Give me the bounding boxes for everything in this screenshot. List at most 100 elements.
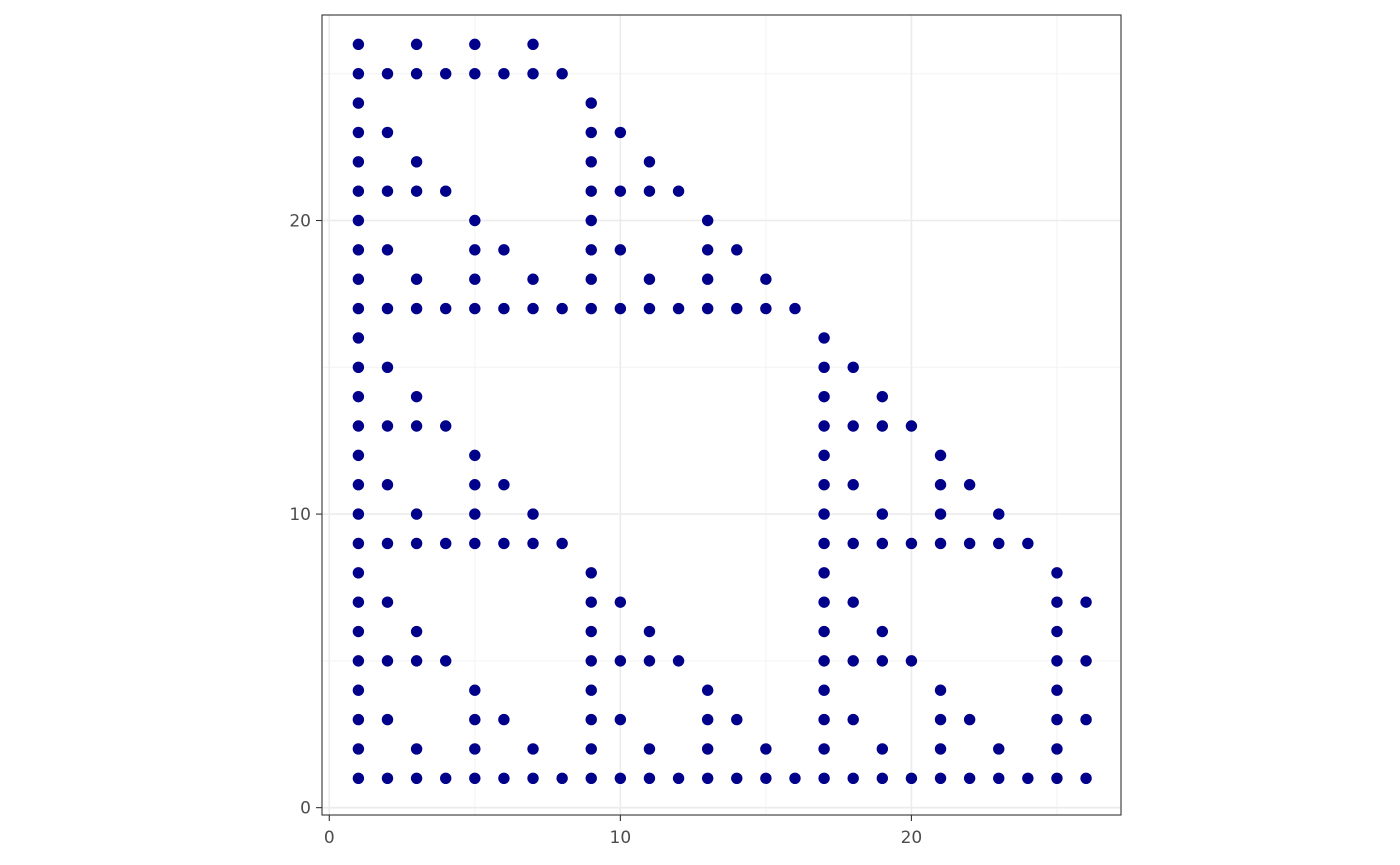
data-point — [701, 214, 714, 227]
data-point — [847, 479, 859, 491]
data-point — [643, 302, 656, 315]
data-point — [469, 479, 481, 491]
data-point — [527, 772, 539, 785]
data-point — [469, 68, 481, 80]
data-point — [934, 713, 947, 726]
data-point — [585, 185, 597, 197]
data-point — [701, 743, 714, 755]
data-point — [934, 743, 947, 755]
data-point — [410, 743, 423, 755]
data-point — [381, 126, 394, 139]
data-point — [469, 772, 481, 785]
data-point — [585, 302, 597, 315]
data-point — [1022, 537, 1034, 550]
data-point — [789, 772, 801, 785]
data-point — [410, 655, 423, 667]
data-point — [352, 244, 365, 256]
data-point — [643, 743, 656, 755]
data-point — [1051, 772, 1063, 785]
data-point — [585, 156, 597, 168]
data-point — [527, 537, 539, 550]
data-point — [993, 537, 1005, 550]
data-point — [847, 655, 859, 667]
data-point — [1051, 625, 1063, 638]
data-point — [818, 420, 830, 432]
data-point — [585, 772, 597, 785]
data-point — [381, 185, 394, 197]
data-point — [614, 244, 627, 256]
data-point — [469, 449, 481, 462]
data-point — [585, 567, 597, 579]
data-point — [701, 772, 714, 785]
data-point — [818, 479, 830, 491]
data-point — [614, 772, 627, 785]
data-point — [556, 772, 568, 785]
data-point — [701, 273, 714, 285]
data-point — [818, 713, 830, 726]
data-point — [352, 185, 365, 197]
data-point — [963, 713, 976, 726]
data-point — [905, 772, 918, 785]
y-tick-label-0: 0 — [300, 799, 311, 819]
data-point — [905, 420, 918, 432]
data-point — [905, 655, 918, 667]
data-point — [760, 302, 772, 315]
data-point — [585, 743, 597, 755]
data-point — [410, 508, 423, 520]
data-point — [410, 420, 423, 432]
data-point — [934, 479, 947, 491]
data-point — [556, 302, 568, 315]
data-point — [614, 126, 627, 139]
data-point — [498, 479, 510, 491]
data-point — [876, 508, 889, 520]
data-point — [352, 537, 365, 550]
data-point — [614, 185, 627, 197]
data-point — [352, 302, 365, 315]
data-point — [352, 684, 365, 696]
data-point — [469, 214, 481, 227]
data-point — [352, 743, 365, 755]
data-point — [352, 508, 365, 520]
data-point — [381, 361, 394, 373]
data-point — [352, 126, 365, 139]
data-point — [1080, 655, 1092, 667]
data-point — [381, 68, 394, 80]
data-point — [381, 713, 394, 726]
data-point — [672, 302, 685, 315]
data-point — [614, 655, 627, 667]
data-point — [818, 684, 830, 696]
data-point — [410, 772, 423, 785]
x-axis: 0 10 20 — [324, 828, 922, 848]
data-point — [818, 361, 830, 373]
data-point — [1051, 684, 1063, 696]
data-point — [498, 713, 510, 726]
data-point — [818, 332, 830, 344]
data-point — [701, 244, 714, 256]
data-point — [352, 655, 365, 667]
data-point — [410, 302, 423, 315]
data-point — [818, 625, 830, 638]
data-point — [410, 537, 423, 550]
data-point — [527, 273, 539, 285]
data-point — [847, 361, 859, 373]
y-axis: 0 10 20 — [289, 212, 311, 819]
data-point — [847, 596, 859, 608]
data-point — [469, 684, 481, 696]
data-point — [352, 68, 365, 80]
data-point — [352, 273, 365, 285]
data-point — [993, 772, 1005, 785]
data-point — [352, 479, 365, 491]
data-point — [760, 772, 772, 785]
data-point — [440, 68, 452, 80]
data-point — [876, 537, 889, 550]
data-point — [701, 684, 714, 696]
data-point — [381, 244, 394, 256]
data-point — [585, 244, 597, 256]
data-point — [934, 684, 947, 696]
data-point — [527, 508, 539, 520]
data-point — [498, 537, 510, 550]
data-point — [731, 772, 743, 785]
data-point — [876, 625, 889, 638]
data-point — [643, 273, 656, 285]
grid-lines — [322, 15, 1121, 815]
